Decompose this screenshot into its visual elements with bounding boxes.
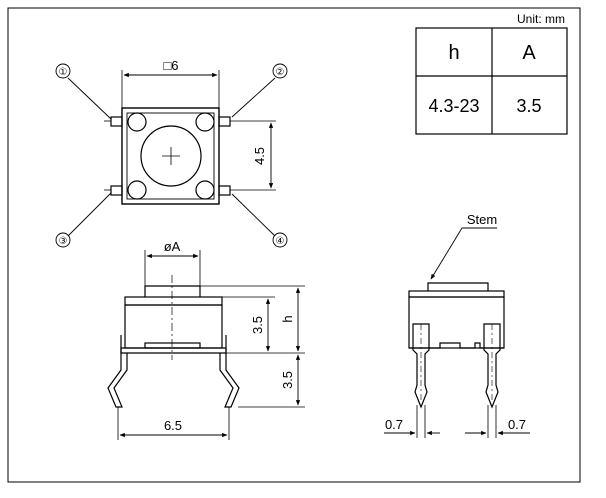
lead-span-label: 6.5 (164, 418, 182, 433)
total-height-label: h (280, 315, 295, 322)
pin-1-label: ① (59, 67, 68, 78)
lead-length-label: 3.5 (280, 371, 295, 389)
pin-callouts (55, 63, 288, 248)
top-pitch-label: 4.5 (252, 147, 267, 165)
lead-width-left-label: 0.7 (385, 417, 403, 432)
side-view (384, 227, 530, 438)
front-view (107, 250, 305, 440)
table-value-a: 3.5 (516, 96, 541, 116)
table-header-a: A (522, 42, 536, 64)
drawing-frame (7, 7, 581, 483)
pin-3-label: ③ (59, 236, 68, 247)
spec-table: h A 4.3-23 3.5 (415, 27, 568, 135)
top-width-label: □6 (163, 58, 178, 73)
stem-diameter-label: øA (164, 239, 181, 254)
pin-2-label: ② (276, 67, 285, 78)
unit-label: Unit: mm (517, 12, 565, 26)
table-header-h: h (448, 42, 459, 64)
stem-label: Stem (467, 212, 497, 227)
lead-width-right-label: 0.7 (508, 417, 526, 432)
table-value-h: 4.3-23 (428, 96, 479, 116)
top-view (104, 70, 276, 205)
pin-4-label: ④ (276, 236, 285, 247)
body-height-label: 3.5 (250, 316, 265, 334)
